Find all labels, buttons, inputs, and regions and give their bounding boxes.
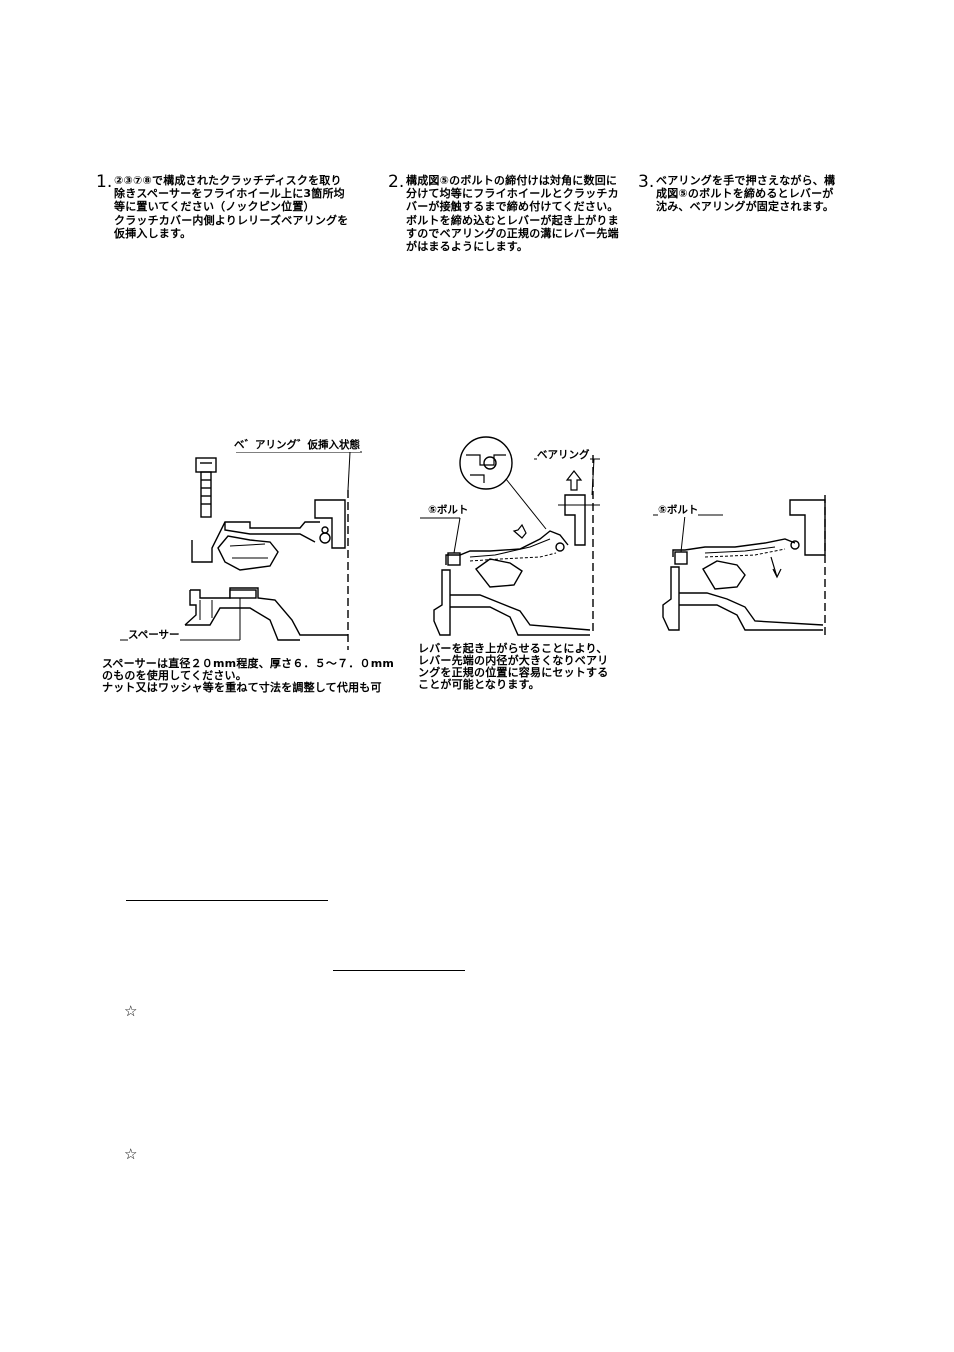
figure-3-clutch-drawing [653, 495, 826, 635]
bearing-label: ベアリング [537, 447, 590, 462]
step-text: ベアリングを手で押さえながら、構 成図⑤のボルトを締めるとレバーが 沈み、ベアリ… [656, 174, 836, 214]
bolt-5-label: ⑤ボルト [428, 502, 469, 517]
star-icon: ☆ [124, 1145, 138, 1163]
step-text: 構成図⑤のボルトの締付けは対角に数回に 分けて均等にフライホイールとクラッチカ … [406, 174, 619, 254]
underline-rule [333, 970, 465, 971]
bolt-5-label: ⑤ボルト [658, 502, 699, 517]
step-number: 1. [96, 172, 113, 192]
step-number: 3. [638, 172, 655, 192]
figure-1-clutch-drawing [120, 451, 362, 650]
figure-2-clutch-drawing [420, 436, 600, 636]
spacer-label: スペーサー [128, 627, 180, 642]
figure-2-caption: レバーを起き上がらせることにより、 レバー先端の内径が大きくなりベアリ ングを正… [418, 642, 609, 691]
underline-rule [126, 900, 328, 901]
step-text: ②③⑦⑧で構成されたクラッチディスクを取り 除きスペーサーをフライホイール上に3… [114, 174, 349, 240]
bearing-insert-label: ベ゛アリング゛仮挿入状態 [234, 437, 360, 452]
star-icon: ☆ [124, 1002, 138, 1020]
step-number: 2. [388, 172, 405, 192]
figure-1-caption: スペーサーは直径２０mm程度、厚さ６．５～７．０mm のものを使用してください。… [102, 657, 395, 694]
